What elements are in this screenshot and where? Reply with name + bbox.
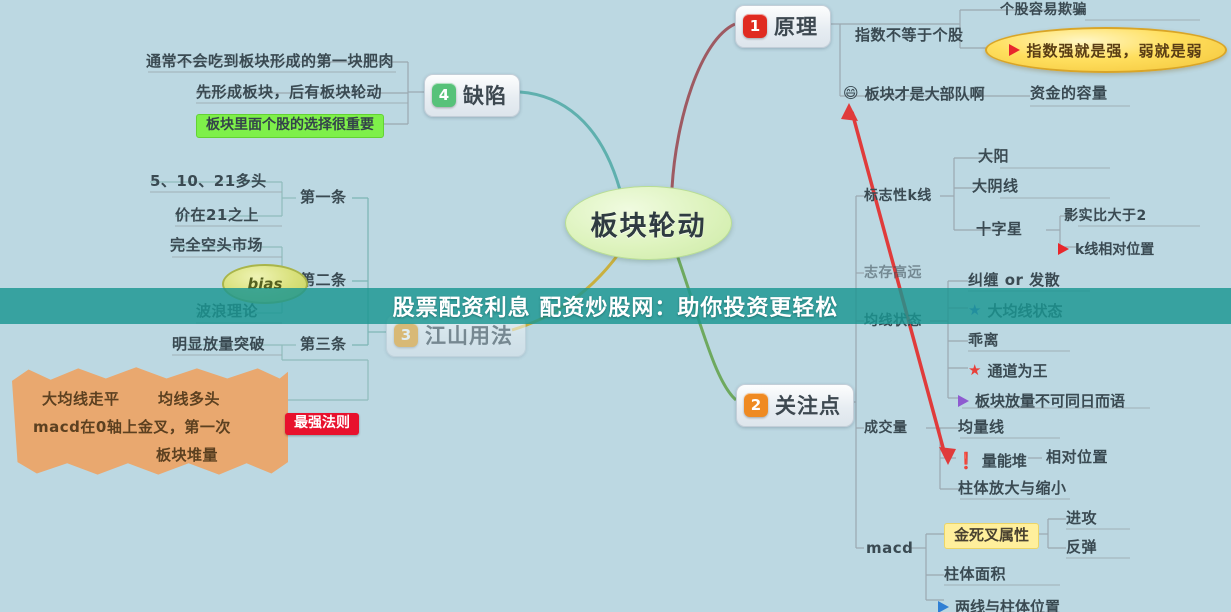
node-lofty-aspiration[interactable]: 志存高远	[864, 265, 922, 281]
node-rule-2[interactable]: 第二条	[300, 271, 347, 289]
node-entangle-or-diverge[interactable]: 纠缠 or 发散	[968, 271, 1061, 289]
node-big-ma-flat[interactable]: 大均线走平	[42, 390, 120, 408]
node-attack[interactable]: 进攻	[1066, 509, 1098, 527]
node-volume-pile[interactable]: ❗ 量能堆	[956, 450, 1027, 470]
topic-label-2: 关注点	[775, 394, 841, 418]
node-doji[interactable]: 十字星	[976, 220, 1023, 238]
topic-badge-3: 3	[394, 323, 418, 347]
play-triangle-red-icon	[1058, 243, 1069, 255]
node-signature-kline[interactable]: 标志性k线	[864, 188, 932, 204]
star-red-icon: ★	[968, 361, 982, 379]
node-capital-capacity[interactable]: 资金的容量	[1030, 84, 1108, 102]
node-index-strong-weak[interactable]: 指数强就是强，弱就是弱	[985, 27, 1227, 73]
grin-emoji-icon: 😄	[843, 84, 859, 102]
node-bar-enlarge-shrink[interactable]: 柱体放大与缩小	[958, 479, 1067, 497]
node-deviation[interactable]: 乖离	[968, 331, 1000, 349]
play-triangle-blue-icon	[938, 600, 949, 612]
strongest-rule-cluster	[12, 367, 288, 475]
node-strongest-rule[interactable]: 最强法则	[285, 413, 359, 436]
watermark-banner-text: 股票配资利息 配资炒股网：助你投资更轻松	[392, 296, 839, 321]
node-ma-5-10-21-long[interactable]: 5、10、21多头	[150, 172, 267, 190]
node-macd[interactable]: macd	[866, 539, 914, 557]
play-triangle-purple-icon	[958, 394, 969, 407]
node-kline-relative-position[interactable]: k线相对位置	[1058, 239, 1154, 259]
topic-badge-4: 4	[432, 83, 456, 107]
node-defect-stock-selection[interactable]: 板块里面个股的选择很重要	[196, 114, 384, 139]
node-stock-deceive[interactable]: 个股容易欺骗	[1000, 2, 1087, 18]
node-relative-position[interactable]: 相对位置	[1046, 448, 1109, 466]
node-index-not-stock[interactable]: 指数不等于个股	[855, 26, 964, 44]
topic-label-4: 缺陷	[463, 84, 507, 108]
node-full-bear-market[interactable]: 完全空头市场	[170, 236, 264, 254]
node-sector-volume-incomparable[interactable]: 板块放量不可同日而语	[958, 390, 1125, 411]
topic-badge-1: 1	[743, 14, 767, 38]
node-average-volume-line[interactable]: 均量线	[958, 418, 1005, 436]
node-sector-main-force[interactable]: 😄 板块才是大部队啊	[843, 84, 985, 103]
node-defect-first-meat[interactable]: 通常不会吃到板块形成的第一块肥肉	[146, 52, 395, 70]
watermark-banner: 股票配资利息 配资炒股网：助你投资更轻松	[0, 288, 1231, 324]
node-bar-area[interactable]: 柱体面积	[944, 565, 1007, 583]
node-sector-volume-pile[interactable]: 板块堆量	[156, 446, 219, 464]
play-triangle-red-icon	[1009, 44, 1021, 56]
node-macd-golden-cross-first[interactable]: macd在0轴上金叉，第一次	[33, 418, 231, 436]
node-rule-3[interactable]: 第三条	[300, 335, 347, 353]
topic-badge-2: 2	[744, 393, 768, 417]
topic-label-1: 原理	[774, 15, 818, 39]
topic-focus[interactable]: 2 关注点	[736, 384, 854, 427]
node-shadow-body-ratio[interactable]: 影实比大于2	[1064, 208, 1147, 224]
center-node[interactable]: 板块轮动	[565, 186, 732, 260]
node-volume[interactable]: 成交量	[864, 420, 908, 436]
node-defect-form-then-rotate[interactable]: 先形成板块，后有板块轮动	[196, 83, 383, 101]
node-ma-long[interactable]: 均线多头	[158, 390, 221, 408]
node-two-lines-bar-position[interactable]: 两线与柱体位置	[938, 596, 1060, 612]
node-channel-is-king[interactable]: ★ 通道为王	[968, 361, 1048, 380]
node-rebound[interactable]: 反弹	[1066, 538, 1098, 556]
topic-label-3: 江山用法	[425, 324, 513, 348]
annotation-arrow	[841, 103, 956, 465]
exclamation-purple-icon: ❗	[956, 450, 976, 470]
node-obvious-volume-breakout[interactable]: 明显放量突破	[172, 335, 266, 353]
node-golden-death-cross-attr[interactable]: 金死叉属性	[944, 523, 1040, 549]
node-big-yang[interactable]: 大阳	[978, 147, 1010, 165]
node-price-above-21[interactable]: 价在21之上	[175, 206, 259, 224]
topic-principle[interactable]: 1 原理	[735, 5, 831, 48]
center-node-label: 板块轮动	[590, 210, 707, 242]
node-big-yin-line[interactable]: 大阴线	[972, 177, 1019, 195]
topic-defect[interactable]: 4 缺陷	[424, 74, 520, 117]
node-rule-1[interactable]: 第一条	[300, 188, 347, 206]
